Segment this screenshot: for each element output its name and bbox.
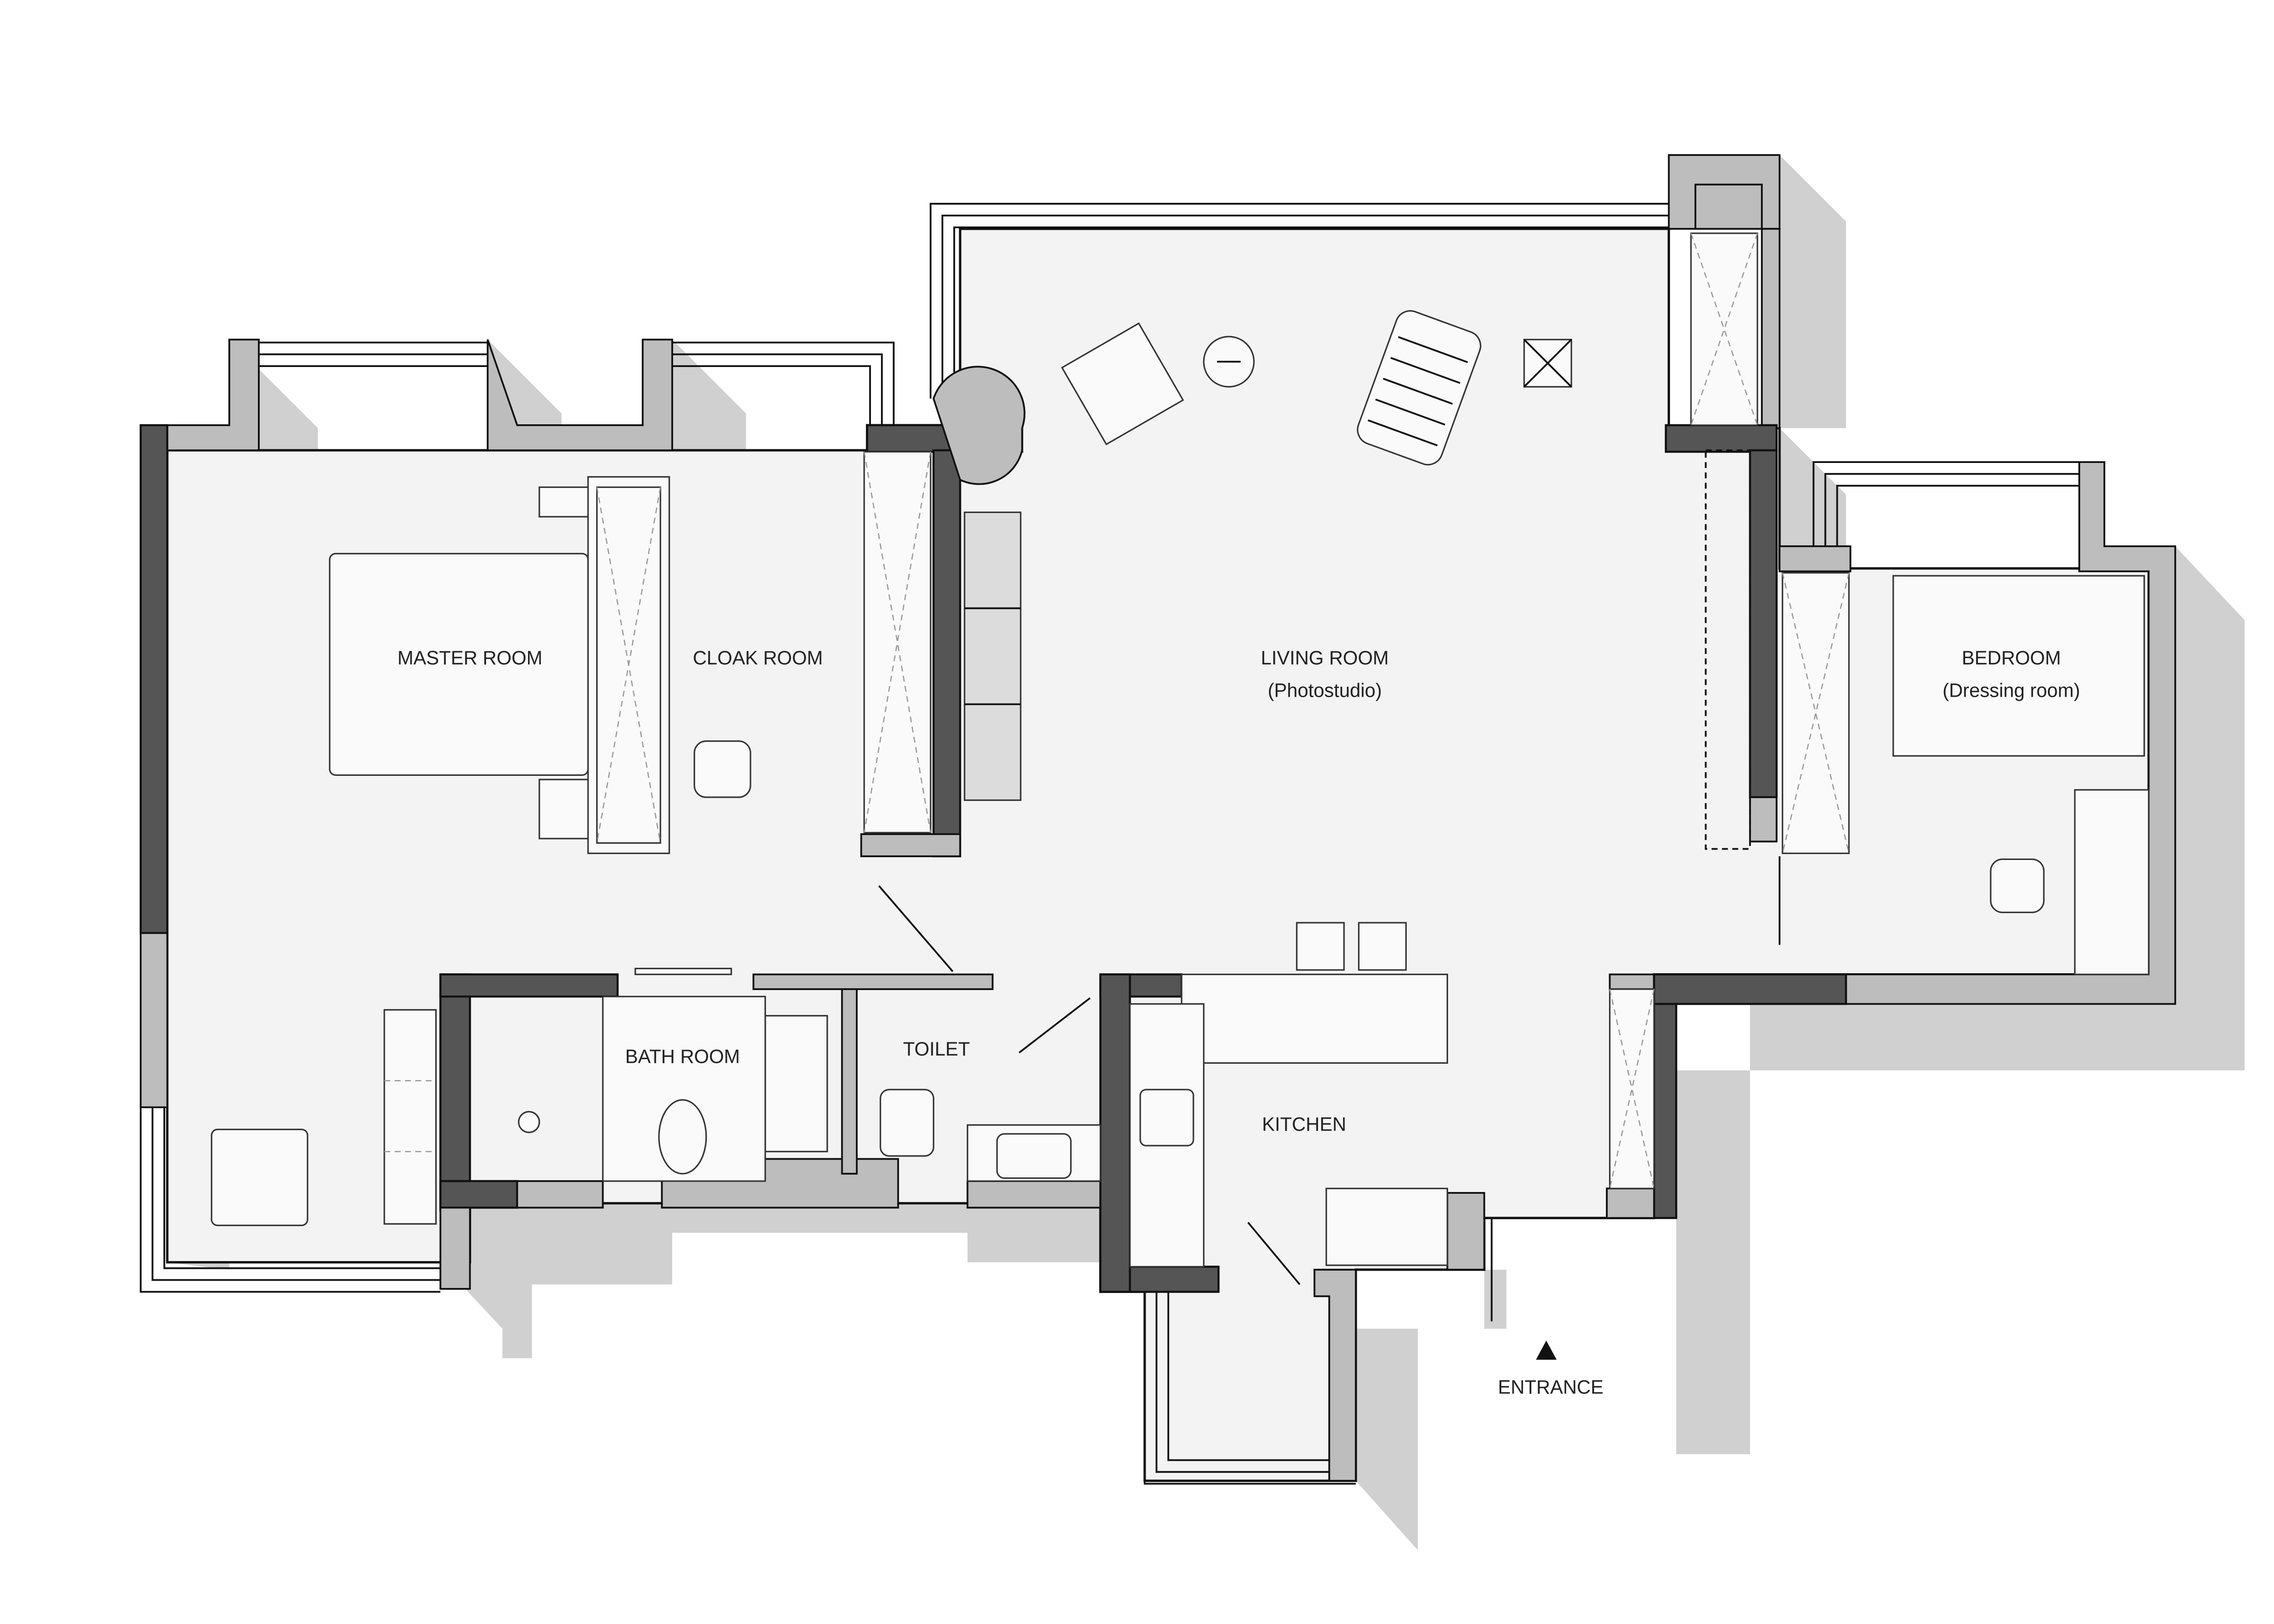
chair	[694, 740, 751, 798]
cabinet	[383, 1009, 437, 1225]
bar-stool	[1358, 922, 1407, 971]
label-kitchen: KITCHEN	[1262, 1114, 1346, 1135]
furniture	[211, 232, 2150, 1322]
shelving	[964, 511, 1021, 801]
bath-toilet	[658, 1099, 707, 1175]
sink	[1139, 1089, 1194, 1146]
lounge-chair	[1061, 322, 1184, 446]
armchair	[211, 1128, 308, 1227]
lounge-sofa	[1357, 310, 1481, 466]
shower-head	[518, 1111, 540, 1133]
label-entrance: ENTRANCE	[1498, 1377, 1604, 1398]
kitchen-island	[1181, 973, 1449, 1064]
label-bedroom: BEDROOM	[1962, 647, 2061, 669]
label-living-sub: (Photostudio)	[1268, 679, 1382, 701]
entrance-arrow-icon	[1536, 1340, 1557, 1360]
label-master-room: MASTER ROOM	[397, 647, 543, 669]
floor-area	[166, 227, 2150, 1482]
bedroom-bed	[1892, 575, 2145, 757]
fridge	[1325, 1187, 1449, 1266]
bedroom-chair	[1990, 858, 2045, 913]
label-cloak-room: CLOAK ROOM	[693, 647, 823, 669]
toilet-bowl	[880, 1089, 935, 1157]
wardrobe-living	[1690, 232, 1758, 426]
walls	[140, 154, 2176, 1482]
entry-cabinet	[1609, 988, 1655, 1189]
cloak-wardrobe-2	[863, 451, 931, 834]
bar-stool	[1296, 922, 1345, 971]
label-living-room: LIVING ROOM	[1261, 647, 1389, 669]
label-bath-room: BATH ROOM	[625, 1046, 740, 1067]
label-toilet: TOILET	[903, 1038, 970, 1060]
shower	[764, 1015, 828, 1152]
label-bedroom-sub: (Dressing room)	[1942, 679, 2080, 701]
